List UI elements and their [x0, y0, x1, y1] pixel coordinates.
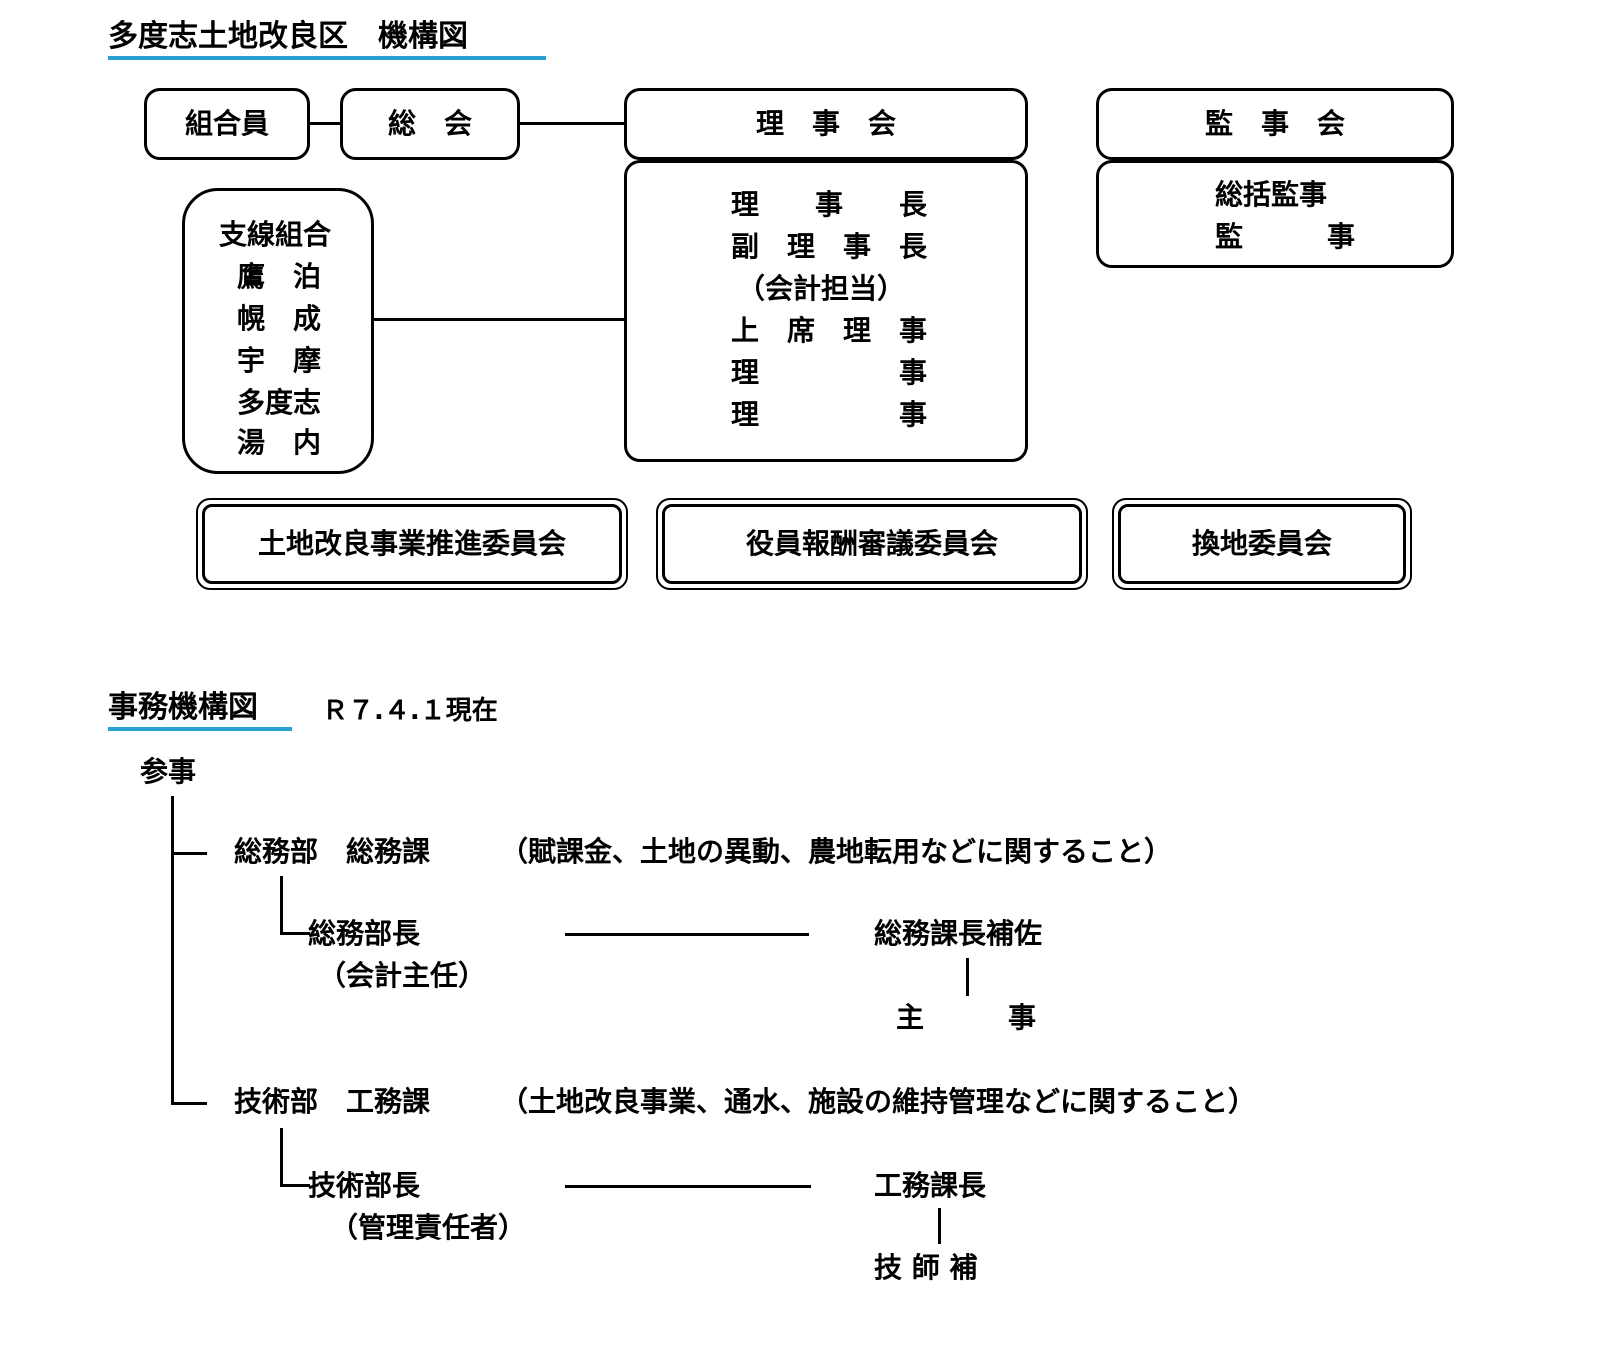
- dept1-head: 総務部長: [308, 917, 421, 950]
- members-label: 組合員: [184, 107, 269, 140]
- dept1-name: 総務部 総務課: [234, 835, 431, 868]
- dept2-staff: 技 師 補: [874, 1251, 978, 1284]
- connector-assembly-board: [520, 122, 624, 125]
- office-title: 事務機構図: [108, 690, 258, 725]
- office-title-underline: [108, 727, 292, 731]
- board-members-box: 理 事 長 副 理 事 長 （会計担当） 上 席 理 事 理 事 理 事: [624, 160, 1028, 462]
- branch-item: 宇 摩: [237, 344, 322, 377]
- dept1-deputy: 総務課長補佐: [874, 917, 1043, 950]
- committee-inner-border: [202, 504, 622, 584]
- page-title: 多度志土地改良区 機構図: [108, 19, 468, 54]
- committee-label: 役員報酬審議委員会: [745, 527, 998, 560]
- board-member-item: 上 席 理 事: [731, 314, 928, 347]
- board-member-item: 理 事: [731, 356, 928, 389]
- dept1-staff: 主 事: [896, 1001, 1037, 1034]
- board-box: 理 事 会: [624, 88, 1028, 160]
- committee-inner-border: [662, 504, 1082, 584]
- committee-inner-border: [1118, 504, 1406, 584]
- connector-branches-board: [374, 318, 624, 321]
- counselor-label: 参事: [140, 755, 197, 788]
- committee-box: 土地改良事業推進委員会: [196, 498, 628, 590]
- audit-board-box: 監 事 会: [1096, 88, 1454, 160]
- branch-item: 多度志: [237, 386, 322, 419]
- general-assembly-label: 総 会: [387, 107, 472, 140]
- board-member-item: 副 理 事 長: [731, 230, 928, 263]
- dept1-horizontal-line: [565, 933, 809, 936]
- dept2-head-note: （管理責任者）: [330, 1211, 527, 1244]
- date-label: Ｒ７.４.１現在: [322, 696, 498, 726]
- auditor-item: 総括監事: [1215, 178, 1328, 211]
- dept1-deputy-line: [966, 958, 969, 996]
- dept2-deputy: 工務課長: [874, 1169, 987, 1202]
- committee-label: 換地委員会: [1191, 527, 1332, 560]
- branch-unions-title: 支線組合: [219, 218, 332, 251]
- title-underline: [108, 56, 546, 60]
- dept2-description: （土地改良事業、通水、施設の維持管理などに関すること）: [500, 1085, 1257, 1118]
- dept2-vertical-line: [280, 1128, 283, 1186]
- branch-item: 鷹 泊: [237, 260, 322, 293]
- audit-board-label: 監 事 会: [1204, 107, 1345, 140]
- dept2-elbow-line: [280, 1184, 310, 1187]
- board-member-item: 理 事 長: [731, 188, 928, 221]
- board-member-item: 理 事: [731, 398, 928, 431]
- committee-box: 換地委員会: [1112, 498, 1412, 590]
- branch-line-dept1: [171, 852, 207, 855]
- counselor-vertical-line: [171, 796, 174, 1104]
- dept1-head-note: （会計主任）: [318, 959, 487, 992]
- dept2-deputy-line: [938, 1208, 941, 1244]
- dept2-name: 技術部 工務課: [234, 1085, 431, 1118]
- committee-label: 土地改良事業推進委員会: [257, 527, 566, 560]
- branch-unions-box: 支線組合 鷹 泊 幌 成 宇 摩 多度志 湯 内: [182, 188, 374, 474]
- dept1-elbow-line: [280, 932, 310, 935]
- board-label: 理 事 会: [755, 107, 896, 140]
- general-assembly-box: 総 会: [340, 88, 520, 160]
- connector-members-assembly: [310, 122, 340, 125]
- board-member-item: （会計担当）: [737, 272, 906, 305]
- members-box: 組合員: [144, 88, 310, 160]
- auditor-item: 監 事: [1215, 220, 1356, 253]
- dept1-description: （賦課金、土地の異動、農地転用などに関すること）: [500, 835, 1173, 868]
- committee-box: 役員報酬審議委員会: [656, 498, 1088, 590]
- dept2-horizontal-line: [565, 1185, 811, 1188]
- branch-line-dept2: [171, 1102, 207, 1105]
- dept1-vertical-line: [280, 876, 283, 934]
- branch-item: 幌 成: [237, 302, 322, 335]
- dept2-head: 技術部長: [308, 1169, 421, 1202]
- auditors-box: 総括監事 監 事: [1096, 160, 1454, 268]
- branch-item: 湯 内: [237, 426, 322, 459]
